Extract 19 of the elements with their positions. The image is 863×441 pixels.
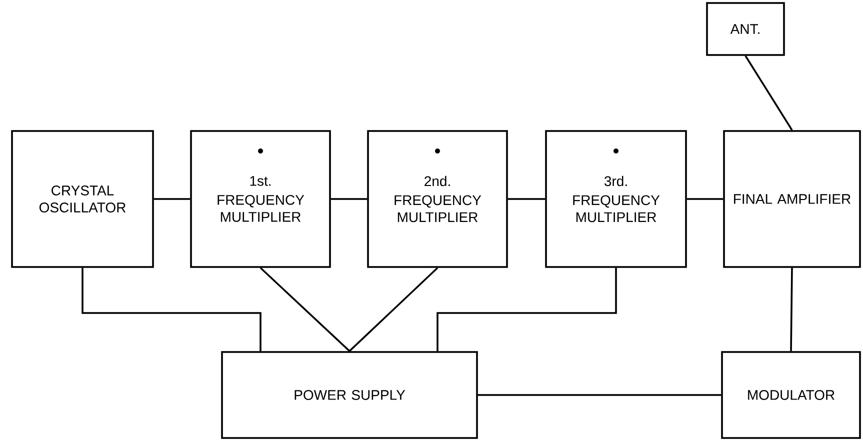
block-box: POWER SUPPLY bbox=[221, 351, 478, 439]
block-box: 1st. FREQUENCY MULTIPLIER bbox=[190, 130, 331, 268]
connector-line bbox=[686, 198, 724, 200]
connector-line bbox=[478, 394, 722, 396]
connector-line bbox=[82, 268, 262, 352]
connector-line bbox=[508, 198, 546, 200]
block-box: ANT. bbox=[706, 2, 785, 56]
block-box: 2nd. FREQUENCY MULTIPLIER bbox=[367, 130, 508, 268]
connector-line bbox=[744, 55, 793, 131]
connector-line bbox=[260, 267, 350, 352]
connector-line bbox=[348, 267, 438, 352]
block-box: 3rd. FREQUENCY MULTIPLIER bbox=[545, 130, 687, 268]
block-box: MODULATOR bbox=[721, 351, 861, 439]
block-box: FINAL AMPLIFIER bbox=[723, 130, 861, 268]
connector-line bbox=[330, 198, 368, 200]
connector-line bbox=[436, 268, 617, 352]
connector-line bbox=[790, 268, 793, 352]
connector-line bbox=[154, 198, 190, 200]
block-box: CRYSTAL OSCILLATOR bbox=[11, 130, 154, 268]
